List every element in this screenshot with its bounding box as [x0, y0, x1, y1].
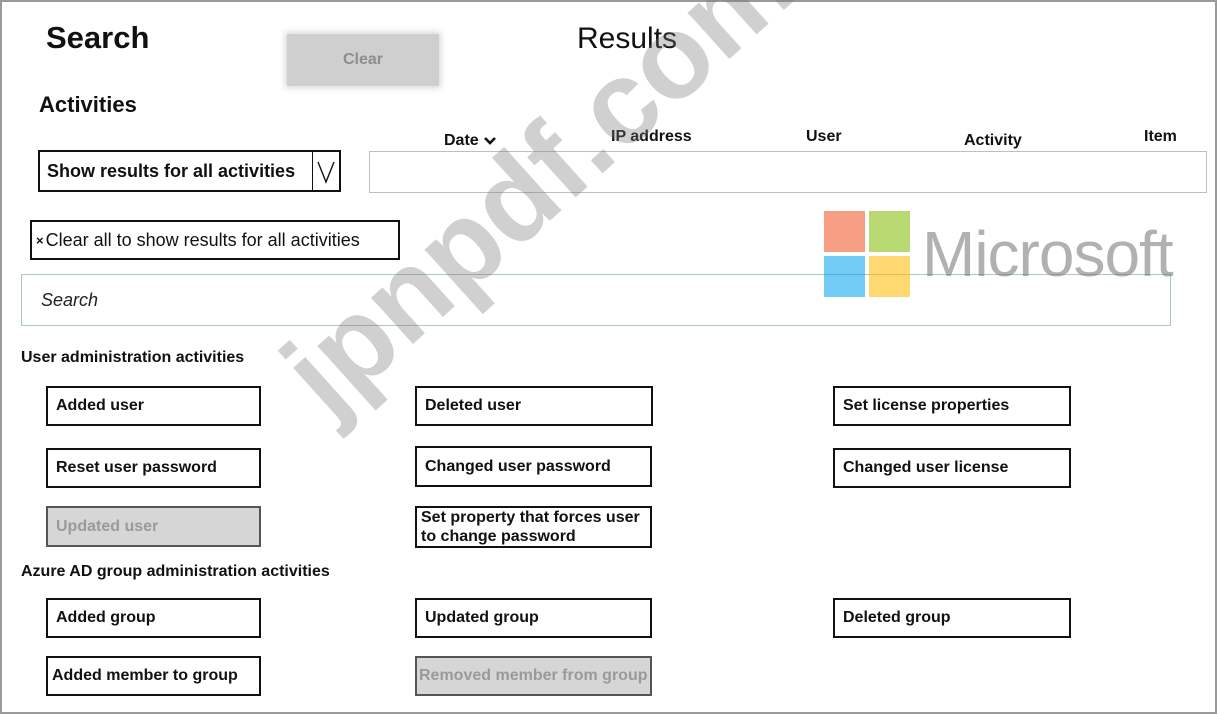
logo-square-blue — [824, 256, 865, 297]
clear-all-label: Clear all to show results for all activi… — [45, 229, 360, 250]
activity-changed-user-license[interactable]: Changed user license — [833, 448, 1071, 488]
results-table — [369, 151, 1207, 193]
activity-set-property-force-password-change[interactable]: Set property that forces user to change … — [415, 506, 652, 548]
activities-dropdown-value: Show results for all activities — [47, 160, 296, 181]
column-header-ip-address[interactable]: IP address — [611, 128, 692, 145]
section-title-user-administration: User administration activities — [21, 349, 245, 366]
activities-heading: Activities — [39, 92, 137, 117]
column-header-item[interactable]: Item — [1144, 128, 1177, 145]
column-header-date[interactable]: Date — [444, 132, 497, 150]
logo-square-red — [824, 211, 865, 252]
activity-deleted-user[interactable]: Deleted user — [415, 386, 653, 426]
activity-reset-user-password[interactable]: Reset user password — [46, 448, 261, 488]
activity-added-user[interactable]: Added user — [46, 386, 261, 426]
column-header-date-label: Date — [444, 132, 479, 149]
column-header-activity[interactable]: Activity — [964, 132, 1022, 149]
activity-added-member-to-group[interactable]: Added member to group — [46, 656, 261, 696]
activity-deleted-group[interactable]: Deleted group — [833, 598, 1071, 638]
logo-square-green — [869, 211, 910, 252]
activity-changed-user-password[interactable]: Changed user password — [415, 446, 652, 487]
section-title-group-administration: Azure AD group administration activities — [21, 563, 330, 580]
clear-button[interactable]: Clear — [287, 34, 439, 86]
chevron-down-icon — [483, 137, 496, 145]
activity-updated-user[interactable]: Updated user — [46, 506, 261, 547]
close-icon[interactable]: × — [36, 232, 44, 248]
dropdown-arrow-icon[interactable] — [312, 152, 339, 190]
search-title: Search — [46, 20, 150, 55]
activity-added-group[interactable]: Added group — [46, 598, 261, 638]
logo-square-yellow — [869, 256, 910, 297]
microsoft-logo-icon — [824, 211, 910, 297]
column-header-user[interactable]: User — [806, 128, 842, 145]
activity-updated-group[interactable]: Updated group — [415, 598, 652, 638]
activity-removed-member-from-group[interactable]: Removed member from group — [415, 656, 652, 696]
clear-all-button[interactable]: × Clear all to show results for all acti… — [30, 220, 400, 260]
activity-set-license-properties[interactable]: Set license properties — [833, 386, 1071, 426]
activities-dropdown[interactable]: Show results for all activities — [38, 150, 341, 192]
results-title: Results — [577, 22, 678, 55]
microsoft-logo: Microsoft — [824, 211, 1174, 297]
microsoft-logo-text: Microsoft — [922, 218, 1174, 290]
